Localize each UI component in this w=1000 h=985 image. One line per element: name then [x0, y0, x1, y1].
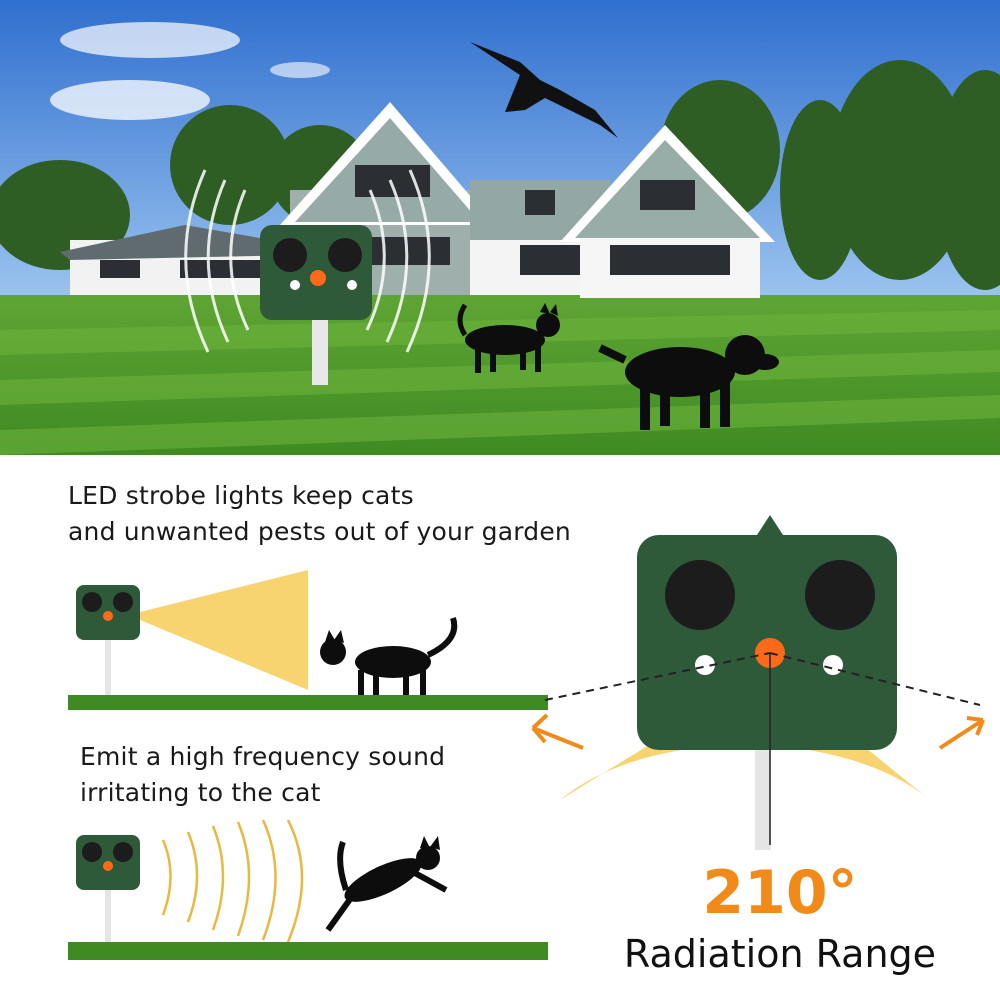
coverage-label: 210° Radiation Range [600, 858, 960, 983]
repeller-device [260, 225, 372, 385]
bird-silhouette [470, 42, 618, 138]
cat-silhouette [457, 303, 560, 373]
repeller-device-small [76, 585, 140, 706]
sound-wave-arcs [184, 169, 431, 353]
dog-silhouette [598, 335, 779, 430]
led-strobe-illustration [68, 570, 548, 710]
sound-wave-arcs [161, 820, 304, 943]
house [60, 102, 775, 298]
sound-caption: Emit a high frequency sound irritating t… [80, 742, 446, 807]
cat-silhouette [320, 617, 458, 697]
grass-strip [68, 695, 548, 710]
coverage-angle: 210° [702, 858, 858, 928]
light-beam [128, 570, 308, 690]
hero-photo [0, 0, 1000, 455]
garden-scene [0, 0, 1000, 455]
grass-strip [68, 942, 548, 960]
led-strobe-caption: LED strobe lights keep cats and unwanted… [68, 481, 571, 546]
repeller-device-small [76, 835, 140, 956]
coverage-text: Radiation Range [623, 932, 937, 976]
arrow-icon [938, 716, 985, 750]
coverage-diagram [531, 515, 985, 850]
repeller-device-large [637, 515, 897, 850]
sound-illustration [68, 820, 548, 960]
jumping-cat-silhouette [325, 836, 448, 932]
arrow-icon [531, 713, 584, 750]
